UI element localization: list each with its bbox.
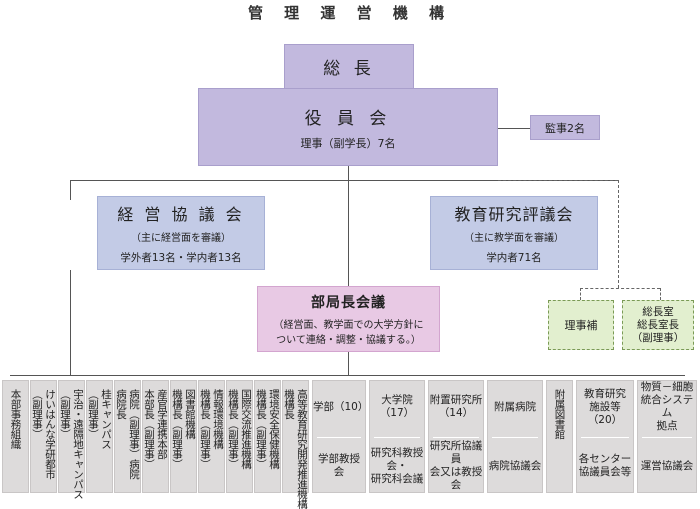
- president-box: 総 長: [284, 44, 414, 89]
- connector-auditors: [498, 128, 530, 129]
- unit-vertical: 情報環境機構機構長（副理事）: [198, 380, 225, 493]
- unit-vertical-text: 桂キャンパス: [100, 389, 112, 449]
- unit-vertical: 図書館機構機構長（副理事）: [170, 380, 197, 493]
- unit-vertical-text: 国際交流推進機構: [240, 389, 252, 469]
- unit-split-bottom: 学部教授会: [318, 453, 360, 478]
- unit-vertical: 病院（副理事）病院病院長: [114, 380, 141, 493]
- connector-assist-dashed: [498, 180, 618, 181]
- unit-vertical-text: （副理事）: [87, 389, 99, 439]
- connector-assist-right: [660, 288, 661, 300]
- connector-assist-split: [580, 288, 660, 289]
- chart-title: 管 理 運 営 機 構: [247, 4, 453, 22]
- deans-council-box: 部局長会議 （経営面、教学面での大学方針に ついて連絡・調整・協議する。）: [257, 286, 440, 352]
- board-box: 役 員 会 理事（副学長）7名: [198, 88, 498, 166]
- unit-icems: 物質－細胞 統合システム 拠点運営協議会: [637, 380, 697, 493]
- connector-deans-down: [348, 352, 349, 375]
- management-council-box: 経 営 協 議 会 （主に経営面を審議） 学外者13名・学内者13名: [97, 196, 265, 270]
- unit-split: 大学院（17） 研究科教授会・ 研究科会議: [369, 380, 425, 493]
- presidents-office-box: 総長室 総長室長 （副理事）: [622, 300, 694, 350]
- unit-vertical-text: （副理事）: [59, 389, 71, 439]
- unit-split: 附属病院病院協議会: [487, 380, 543, 493]
- unit-vertical-text: 病院（副理事）病院: [128, 389, 140, 479]
- unit-vertical: 国際交流推進機構機構長（副理事）: [226, 380, 253, 493]
- unit-vertical: 本部事務組織: [2, 380, 29, 493]
- unit-vertical-text: 機構長（副理事）: [227, 389, 239, 469]
- unit-divider: [492, 437, 538, 438]
- president-label: 総 長: [323, 59, 375, 79]
- unit-vertical-text: 機構長（副理事）: [171, 389, 183, 469]
- unit-vertical-text: けいはんな学研都市: [44, 389, 56, 479]
- unit-vertical-text: 本部事務組織: [9, 389, 22, 449]
- deans-council-name: 部局長会議: [311, 295, 386, 311]
- unit-vertical-text: （副理事）: [31, 389, 43, 439]
- unit-icems-bottom: 運営協議会: [640, 459, 694, 472]
- unit-vertical-text: 環境安全保健機構: [268, 389, 280, 469]
- unit-split: 附置研究所 （14） 研究所協議員 会又は教授会: [428, 380, 484, 493]
- unit-split: 学部（10） 学部教授会: [312, 380, 369, 493]
- unit-vertical: けいはんな学研都市（副理事）: [30, 380, 57, 493]
- unit-divider: [642, 437, 692, 438]
- auditors-box: 監事2名: [530, 115, 600, 140]
- unit-vertical-text: 宇治・遠隔地キャンパス: [72, 389, 84, 499]
- unit-vertical-text: 機構長: [283, 389, 295, 419]
- unit-vertical: 宇治・遠隔地キャンパス（副理事）: [58, 380, 85, 499]
- unit-vertical: 産官学連携本部本部長（副理事）: [142, 380, 169, 493]
- education-council-box: 教育研究評議会 （主に教学面を審議） 学内者71名: [430, 196, 598, 270]
- unit-divider: [317, 437, 361, 438]
- connector-assist-left: [580, 288, 581, 300]
- unit-vertical: 環境安全保健機構機構長（副理事）: [254, 380, 281, 493]
- unit-icems-top: 物質－細胞 統合システム 拠点: [640, 381, 694, 432]
- unit-split-bottom: 研究科教授会・ 研究科会議: [370, 446, 424, 485]
- management-council-members: 学外者13名・学内者13名: [120, 252, 242, 264]
- unit-vertical-text: 図書館機構: [184, 389, 196, 439]
- unit-vertical-text: 情報環境機構: [212, 389, 224, 449]
- board-label: 役 員 会: [304, 108, 392, 129]
- unit-divider: [433, 437, 479, 438]
- connector-units-bar: [10, 375, 685, 376]
- connector-trunk: [348, 165, 349, 300]
- unit-vertical-text: 高等教育研究開発推進機構: [296, 389, 308, 509]
- unit-centers-top: 教育研究 施設等（20）: [584, 387, 626, 426]
- education-council-name: 教育研究評議会: [454, 205, 574, 224]
- unit-vertical-text: 本部長（副理事）: [143, 389, 155, 469]
- unit-vertical: 高等教育研究開発推進機構機構長: [282, 380, 309, 509]
- unit-split-bottom: 研究所協議員 会又は教授会: [429, 440, 483, 491]
- connector-assist-drop: [618, 180, 619, 288]
- unit-vertical-text: 病院長: [115, 389, 127, 419]
- unit-centers-bottom: 各センター 協議員会等: [578, 453, 632, 478]
- unit-divider: [374, 437, 420, 438]
- education-council-members: 学内者71名: [486, 252, 542, 264]
- education-council-sub: （主に教学面を審議）: [464, 233, 564, 244]
- unit-split-top: 大学院（17）: [379, 394, 415, 419]
- connector-council-bar: [70, 180, 618, 181]
- unit-split-top: 附置研究所 （14）: [429, 394, 483, 419]
- unit-vertical: 桂キャンパス（副理事）: [86, 380, 113, 493]
- connector-left-drop: [70, 270, 71, 375]
- deans-council-desc-1: （経営面、教学面での大学方針に: [273, 320, 424, 331]
- riji-ho-box: 理事補: [548, 300, 614, 350]
- unit-library: 附属図書館: [546, 380, 573, 493]
- management-council-sub: （主に経営面を審議）: [131, 233, 231, 244]
- connector-management: [70, 180, 71, 200]
- unit-library-text: 附属図書館: [553, 389, 566, 439]
- unit-split-top: 学部（10）: [313, 400, 369, 413]
- unit-vertical-text: 産官学連携本部: [156, 389, 168, 459]
- management-council-name: 経 営 協 議 会: [117, 205, 245, 224]
- unit-centers: 教育研究 施設等（20） 各センター 協議員会等: [576, 380, 634, 493]
- unit-vertical-text: 機構長（副理事）: [199, 389, 211, 469]
- unit-split-bottom: 病院協議会: [488, 459, 542, 472]
- deans-council-desc-2: ついて連絡・調整・協議する。）: [276, 335, 421, 346]
- board-members: 理事（副学長）7名: [300, 136, 396, 150]
- unit-vertical-text: 機構長（副理事）: [255, 389, 267, 469]
- unit-divider: [581, 437, 629, 438]
- unit-split-top: 附属病院: [494, 400, 536, 413]
